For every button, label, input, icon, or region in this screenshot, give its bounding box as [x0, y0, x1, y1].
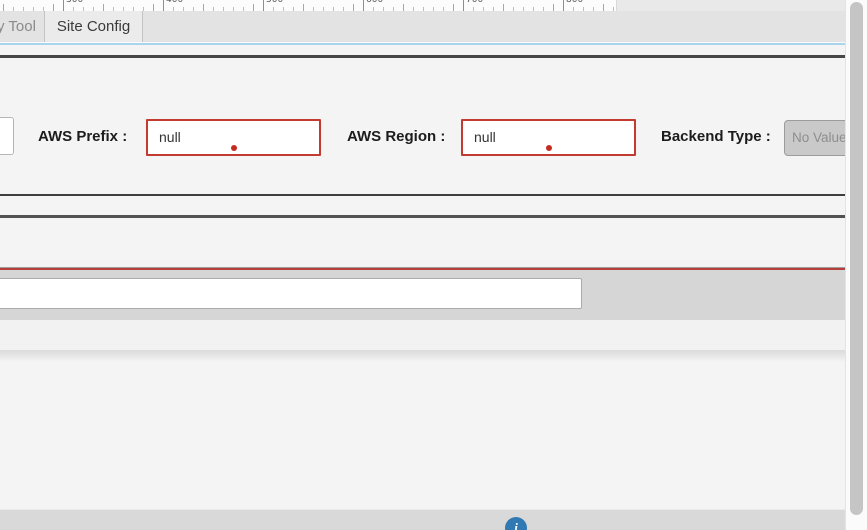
aws-region-label: AWS Region :	[347, 128, 446, 145]
separator-dark-2	[0, 194, 846, 196]
separator-dark-1	[0, 55, 846, 58]
ruler-tick-major: 500	[263, 0, 283, 11]
separator-red	[0, 267, 846, 270]
ruler-label: 700	[466, 0, 484, 5]
ruler-tick-major: 600	[363, 0, 383, 11]
footer-divider	[0, 509, 846, 510]
ruler-label: 800	[566, 0, 584, 5]
tab-label: Site Config	[56, 18, 131, 35]
left-edge-input[interactable]	[0, 117, 14, 155]
separator-dark-3	[0, 215, 846, 218]
ruler-tick-major: 700	[463, 0, 483, 11]
backend-type-label: Backend Type :	[661, 128, 771, 145]
ruler-tick-major: 800	[563, 0, 583, 11]
backend-type-select[interactable]: No Value	[784, 120, 849, 156]
validation-dot-icon	[230, 145, 237, 151]
tab-bar-edge	[0, 42, 846, 43]
active-tab-underline	[0, 43, 846, 45]
info-icon[interactable]: i	[505, 517, 527, 530]
vertical-scrollbar	[845, 0, 867, 530]
tab-bar: y Tool Site Config	[0, 11, 867, 42]
validation-dot-icon	[545, 145, 552, 151]
toolbar-shadow	[0, 350, 846, 362]
toolbar-band	[0, 320, 846, 350]
tab-query-tool[interactable]: y Tool	[0, 11, 45, 42]
aws-prefix-label: AWS Prefix :	[38, 128, 128, 145]
aws-region-field	[461, 119, 636, 156]
ruler-tick-major: 400	[163, 0, 183, 11]
tab-label: y Tool	[0, 18, 36, 35]
ruler-label: 500	[266, 0, 284, 5]
tab-site-config[interactable]: Site Config	[45, 11, 143, 42]
horizontal-ruler: 300 400 500 600 700 800	[0, 0, 617, 11]
aws-prefix-field	[146, 119, 321, 156]
ruler-label: 600	[366, 0, 384, 5]
ruler-label: 400	[166, 0, 184, 5]
scrollbar-thumb[interactable]	[850, 2, 863, 515]
info-icon-glyph: i	[514, 520, 518, 530]
ruler-label: 300	[66, 0, 84, 5]
ruler-tick-major: 300	[63, 0, 83, 11]
wide-text-input[interactable]	[0, 278, 582, 309]
footer-bar	[0, 510, 846, 530]
